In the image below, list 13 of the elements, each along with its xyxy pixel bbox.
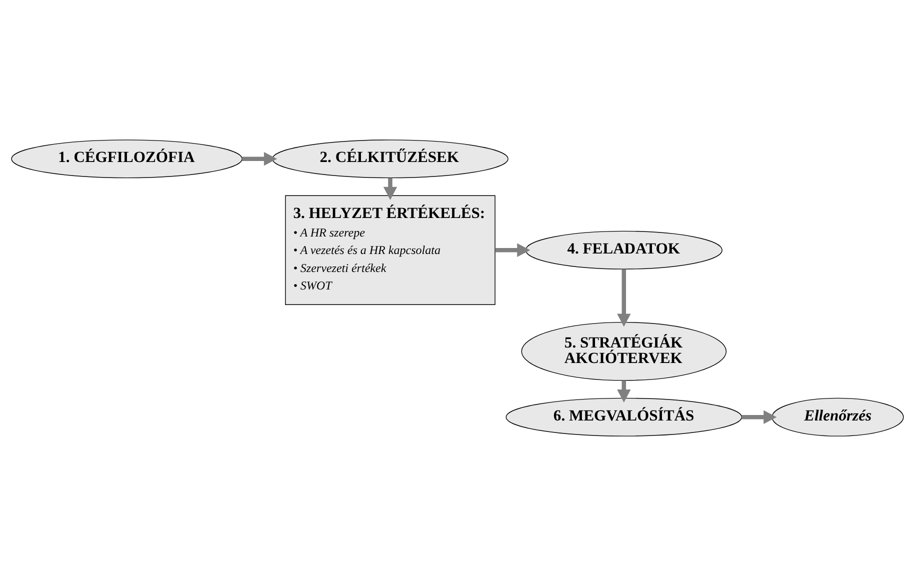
node-ellipse: 4. FELADATOK <box>525 230 722 269</box>
arrow <box>383 177 398 200</box>
node-ellipse: 6. MEGVALÓSÍTÁS <box>506 397 742 436</box>
arrow <box>242 152 278 166</box>
arrow <box>742 410 777 424</box>
node-box: 3. HELYZET ÉRTÉKELÉS: • A HR szerepe • A vezetés és a HR kapcsolata • Szervezeti értékek • SWOT <box>285 194 496 304</box>
arrow <box>617 380 631 402</box>
arrow <box>617 268 631 326</box>
arrow <box>495 242 530 256</box>
node-ellipse: Ellenőrzés <box>772 397 904 436</box>
node-ellipse: 2. CÉLKITŰZÉSEK <box>272 139 508 178</box>
node-ellipse: 1. CÉGFILOZÓFIA <box>11 139 242 178</box>
node-ellipse: 5. STRATÉGIÁK AKCIÓTERVEK <box>521 321 727 380</box>
